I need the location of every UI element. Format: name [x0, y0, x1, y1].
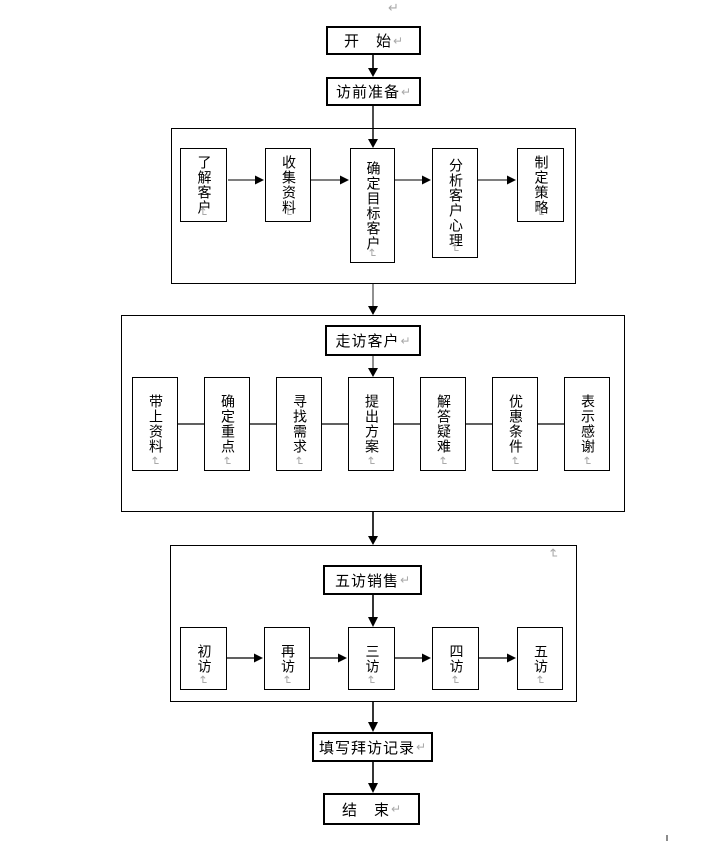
stray-paragraph-mark: ↵ [388, 1, 399, 16]
stage2-container [121, 315, 625, 512]
paragraph-mark: ↵ [507, 455, 522, 467]
paragraph-mark: ↵ [364, 674, 379, 686]
object-anchor-mark: ↵ [544, 548, 560, 559]
label: 解答疑难 [435, 394, 451, 454]
paragraph-mark: ↵ [219, 455, 234, 467]
label: 制定策略 [532, 155, 549, 215]
paragraph-mark: ↵ [291, 455, 306, 467]
label: 提出方案 [363, 394, 379, 454]
paragraph-mark: ↵ [279, 674, 294, 686]
five-visit-sales-header-box: 五访销售↵ [323, 565, 422, 595]
paragraph-mark: ↵ [400, 333, 411, 348]
box-fourth-visit: 四访 ↵ [432, 627, 479, 690]
label: 三访 [363, 643, 380, 674]
end-box: 结 束↵ [323, 793, 420, 825]
box-propose-solution: 提出方案 ↵ [348, 377, 394, 471]
box-third-visit: 三访 ↵ [348, 627, 395, 690]
arrow-stage1-to-stage2 [368, 284, 378, 315]
five-visit-sales-label: 五访销售 [334, 571, 399, 590]
paragraph-mark: ↵ [363, 455, 378, 467]
box-find-needs: 寻找需求 ↵ [276, 377, 322, 471]
label: 优惠条件 [507, 394, 523, 454]
visit-customers-header-box: 走访客户↵ [325, 325, 421, 356]
box-fifth-visit: 五访 ↵ [517, 627, 563, 690]
label: 四访 [447, 643, 464, 674]
paragraph-mark: ↵ [532, 674, 547, 686]
paragraph-mark: ↵ [533, 206, 548, 218]
paragraph-mark: ↵ [400, 84, 412, 99]
label: 收集资料 [280, 155, 296, 215]
box-make-strategy: 制定策略 ↵ [517, 148, 564, 222]
label: 寻找需求 [291, 394, 307, 454]
label: 了解客户 [195, 155, 212, 215]
label: 分析客户心理 [447, 158, 463, 248]
label: 确定目标客户 [364, 160, 381, 251]
paragraph-mark: ↵ [435, 455, 450, 467]
label: 确定重点 [219, 394, 235, 454]
paragraph-mark: ↵ [415, 740, 427, 754]
box-express-thanks: 表示感谢 ↵ [564, 377, 610, 471]
label: 初访 [195, 643, 212, 674]
fill-visit-record-label: 填写拜访记录 [318, 738, 415, 757]
box-favorable-terms: 优惠条件 ↵ [492, 377, 538, 471]
arrow-record-to-end [368, 762, 378, 793]
box-answer-questions: 解答疑难 ↵ [420, 377, 466, 471]
label: 带上资料 [147, 394, 163, 454]
start-label: 开 始 [343, 32, 392, 50]
paragraph-mark: ↵ [196, 206, 211, 218]
paragraph-mark: ↵ [392, 33, 404, 48]
label: 五访 [532, 643, 548, 674]
box-understand-customer: 了解客户 ↵ [180, 148, 227, 222]
label: 表示感谢 [579, 394, 595, 454]
paragraph-mark: ↵ [447, 242, 462, 254]
box-define-target-customers: 确定目标客户 ↵ [350, 148, 395, 263]
stage3-container [170, 545, 577, 702]
stage1-container [171, 128, 576, 284]
paragraph-mark: ↵ [196, 674, 211, 686]
fill-visit-record-box: 填写拜访记录↵ [312, 732, 433, 762]
start-box: 开 始↵ [326, 26, 421, 55]
box-collect-materials: 收集资料 ↵ [265, 148, 311, 222]
arrow-start-to-prepare [368, 55, 378, 77]
paragraph-mark: ↵ [390, 802, 402, 816]
paragraph-mark: ↵ [147, 455, 162, 467]
paragraph-mark: ↵ [579, 455, 594, 467]
box-analyze-customer-psychology: 分析客户心理 ↵ [432, 148, 478, 258]
paragraph-mark: ↵ [399, 573, 411, 587]
box-bring-materials: 带上资料 ↵ [132, 377, 178, 471]
box-first-visit: 初访 ↵ [180, 627, 227, 690]
paragraph-mark: ↵ [448, 674, 463, 686]
label: 再访 [279, 643, 295, 674]
arrow-stage2-to-stage3 [368, 512, 378, 545]
end-label: 结 束 [341, 800, 390, 819]
paragraph-mark: ↵ [365, 247, 380, 259]
pre-visit-label: 访前准备 [335, 83, 400, 101]
box-determine-focus: 确定重点 ↵ [204, 377, 250, 471]
paragraph-mark: ↵ [280, 206, 295, 218]
visit-customers-label: 走访客户 [335, 332, 400, 350]
arrow-stage3-to-record [368, 702, 378, 732]
pre-visit-preparation-box: 访前准备↵ [326, 77, 421, 106]
page-artifact-tick [666, 835, 668, 841]
box-second-visit: 再访 ↵ [264, 627, 310, 690]
